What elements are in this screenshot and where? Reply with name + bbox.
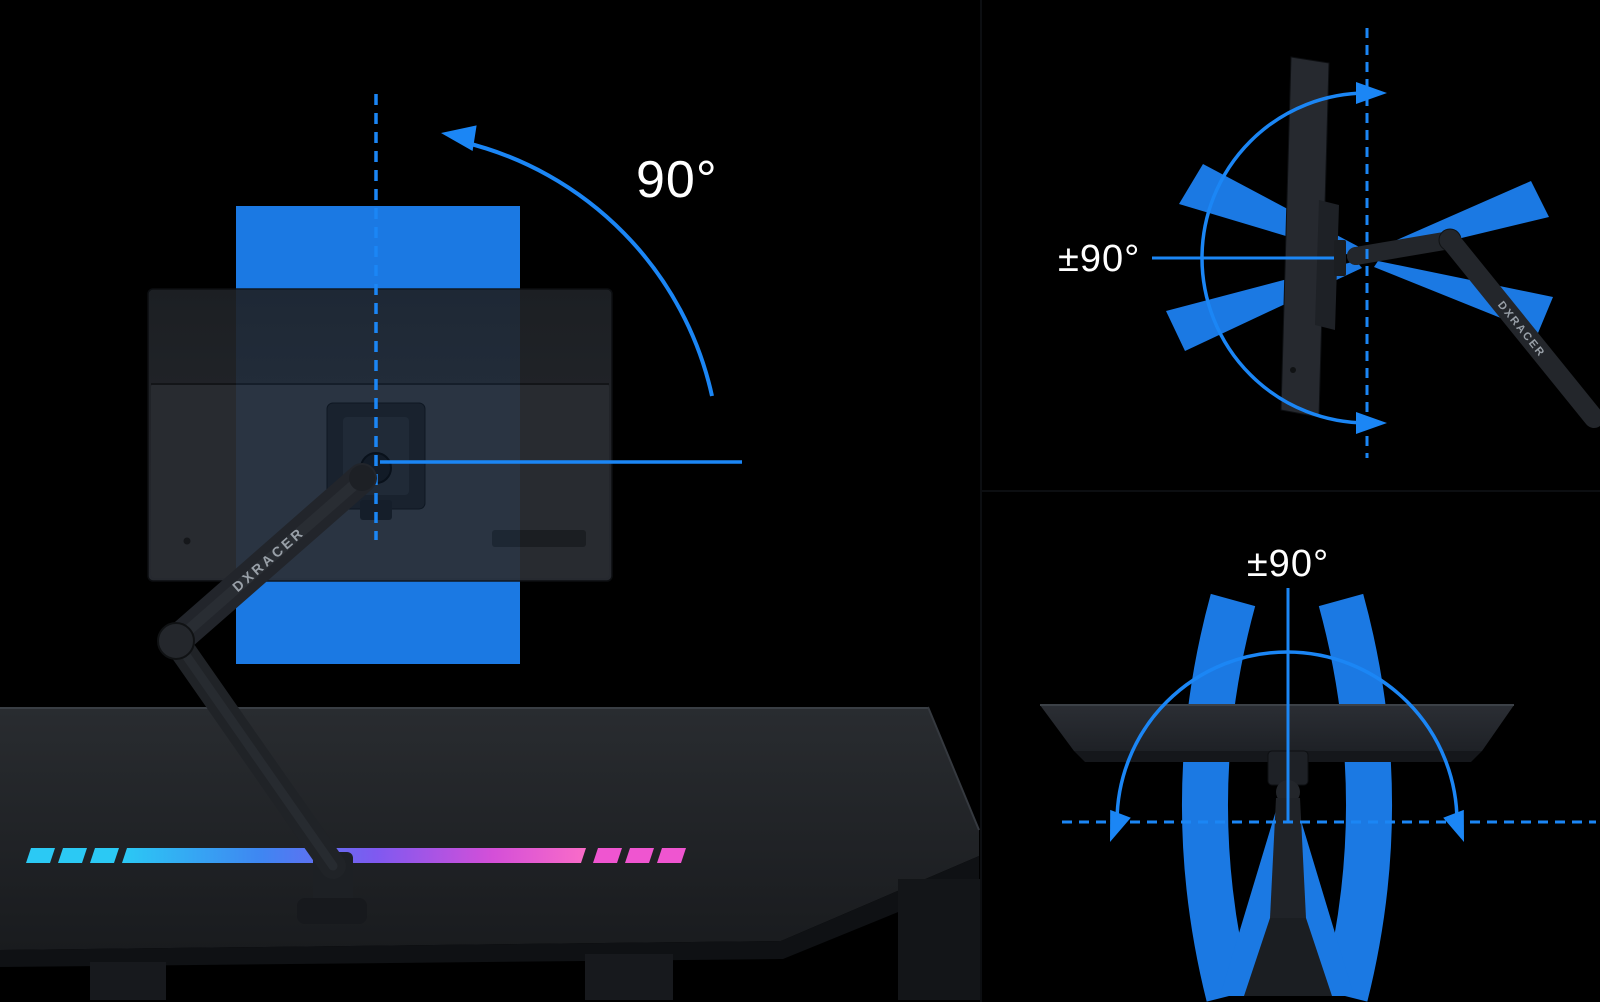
swivel-ghost-blade — [1318, 593, 1393, 1002]
monitor-front-body — [1040, 705, 1514, 751]
stand-neck — [1270, 798, 1306, 918]
arc-arrowhead-icon — [1110, 809, 1131, 842]
monitor-port-recess — [492, 530, 586, 547]
rgb-dash-icon — [625, 848, 654, 863]
rgb-dash-icon — [593, 848, 622, 863]
arc-arrowhead-icon — [1356, 82, 1387, 104]
arc-arrowhead-icon — [441, 125, 477, 151]
pivot-angle-label: 90° — [636, 151, 718, 209]
panel-pivot-rotation: DXRACER 90° — [0, 94, 980, 1000]
pivot-rotation-diagram: DXRACER 90° — [0, 94, 980, 1000]
desk-surface — [0, 707, 979, 950]
monitor-power-led — [1290, 367, 1296, 373]
rgb-dash-icon — [26, 848, 55, 863]
panel-tilt-range: DXRACER ±90° — [980, 0, 1600, 490]
arm-elbow-joint — [157, 622, 195, 660]
swivel-ghost-blade — [1181, 593, 1256, 1002]
tilt-arc — [1200, 91, 1368, 425]
desk-leg-frame — [898, 879, 980, 1000]
tilt-angle-label: ±90° — [1058, 238, 1140, 280]
monitor-button — [183, 537, 191, 545]
arm-lower-highlight — [171, 636, 338, 871]
rgb-dash-icon — [90, 848, 119, 863]
desk-rgb-light-strip — [26, 848, 686, 863]
panel-swivel-range: ±90° — [980, 490, 1600, 1002]
side-arm-segment — [1347, 231, 1459, 265]
arm-upper-highlight — [170, 472, 368, 647]
gaming-desk — [0, 706, 980, 1000]
swivel-range-diagram: ±90° — [982, 492, 1600, 1002]
rgb-dash-icon — [657, 848, 686, 863]
rgb-gradient-bar — [122, 848, 586, 863]
monitor-rear-housing — [1315, 200, 1339, 330]
monitor-rear-view — [147, 288, 613, 582]
rgb-dash-icon — [58, 848, 87, 863]
desk-leg — [585, 954, 673, 1000]
side-arm-mount — [1334, 240, 1346, 276]
arm-shoulder-joint — [349, 465, 375, 491]
desk-leg — [90, 962, 166, 1000]
arm-clamp-base — [297, 898, 367, 924]
monitor-side-view — [1280, 56, 1339, 418]
stand-base — [1244, 918, 1332, 996]
swivel-angle-label: ±90° — [1247, 543, 1329, 585]
desk-right-edge — [927, 706, 980, 831]
swivel-arc — [1115, 650, 1459, 823]
desk-front-face — [0, 856, 979, 967]
vesa-lower-bracket — [360, 500, 392, 520]
arc-arrowhead-icon — [1443, 809, 1464, 842]
side-arm-forearm — [1440, 230, 1600, 428]
rotation-arc — [462, 140, 714, 397]
arc-arrowhead-icon — [1356, 412, 1387, 434]
tilt-range-diagram: DXRACER ±90° — [982, 0, 1600, 490]
